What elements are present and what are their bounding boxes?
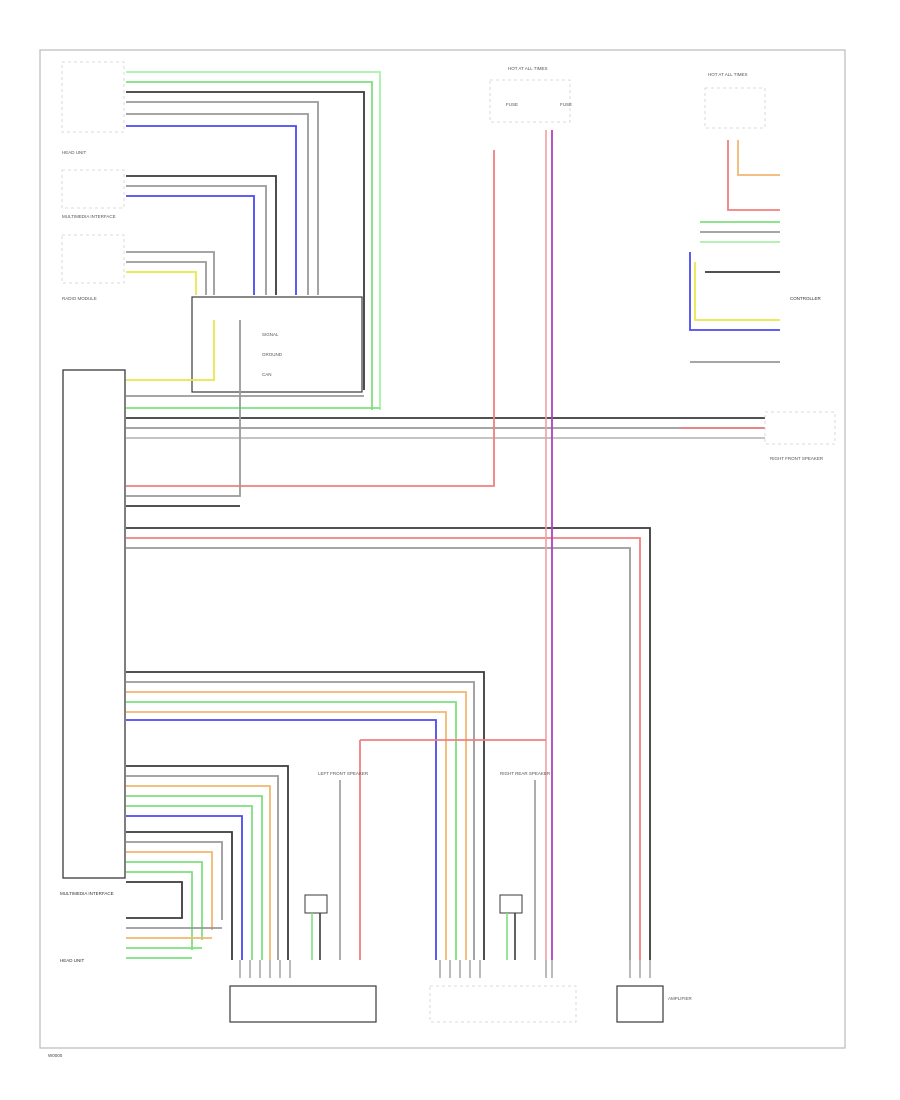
- right-speaker-box: [764, 411, 836, 445]
- left-module-a-label: HEAD UNIT: [62, 150, 87, 155]
- small-speakers: [304, 780, 536, 960]
- rear-right-speaker-label: RIGHT REAR SPEAKER: [500, 771, 551, 776]
- hot-label-right: HOT AT ALL TIMES: [708, 72, 748, 77]
- fuse-mid-label: FUSE: [560, 102, 572, 107]
- main-module-sublabel: HEAD UNIT: [60, 958, 85, 963]
- top-right-fuse-block: HOT AT ALL TIMES: [704, 72, 766, 129]
- main-module-box: [62, 369, 126, 879]
- diagram-frame: [39, 49, 846, 1049]
- connector-ticks: [239, 960, 651, 978]
- right-side-wires: [680, 140, 780, 429]
- top-left-wire-bundle: [126, 71, 381, 410]
- junction-connector: [191, 296, 363, 393]
- page-code: W0000: [48, 1053, 63, 1058]
- junction-label-2: GROUND: [262, 352, 283, 357]
- bottom-module-right: [616, 985, 664, 1023]
- right-speaker-label: RIGHT FRONT SPEAKER: [770, 456, 824, 461]
- top-fuse-block: HOT AT ALL TIMES FUSE FUSE: [489, 66, 572, 123]
- bottom-module-mid: [429, 985, 577, 1023]
- amp-label: AMPLIFIER: [668, 996, 693, 1001]
- lower-wire-bundle-b: [126, 765, 289, 960]
- controller-label: CONTROLLER: [790, 296, 822, 301]
- lower-wire-bundle-c: [126, 831, 233, 960]
- left-module-c-label: RADIO MODULE: [62, 296, 97, 301]
- junction-label-1: SIGNAL: [262, 332, 279, 337]
- lower-wire-bundle-a: [126, 671, 546, 960]
- bottom-module-left: [229, 985, 377, 1023]
- left-speaker-label: LEFT FRONT SPEAKER: [318, 771, 369, 776]
- hot-label-top: HOT AT ALL TIMES: [508, 66, 548, 71]
- main-module-label: MULTIMEDIA INTERFACE: [60, 891, 114, 896]
- fuse-left-label: FUSE: [506, 102, 518, 107]
- junction-label-3: CAN: [262, 372, 272, 377]
- left-module-b-label: MULTIMEDIA INTERFACE: [62, 214, 116, 219]
- left-top-component-group: HEAD UNIT MULTIMEDIA INTERFACE RADIO MOD…: [61, 61, 125, 301]
- main-horizontal-wires: [126, 150, 765, 960]
